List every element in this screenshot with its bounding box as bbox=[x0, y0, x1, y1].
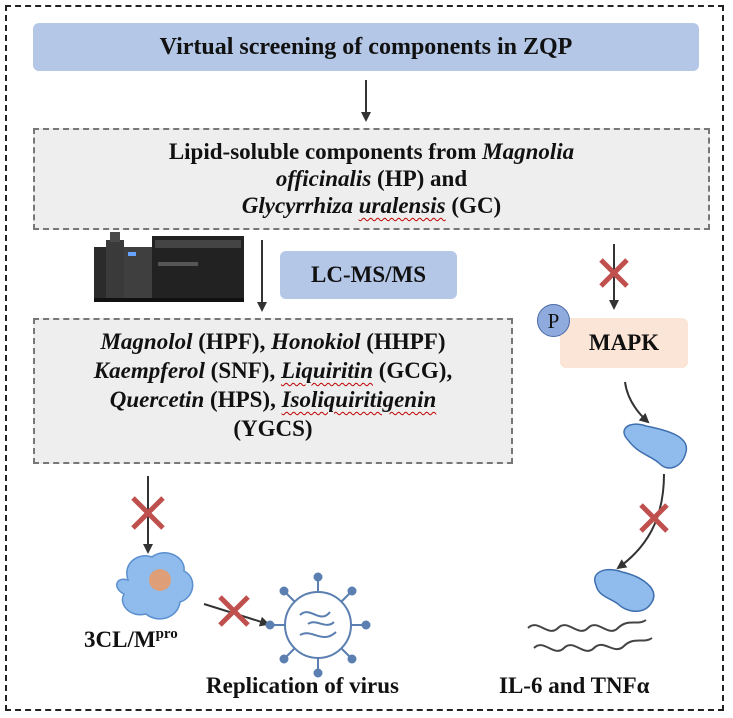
magnolia-text: Magnolia bbox=[482, 139, 575, 164]
lipid-line-3: Glycyrrhiza uralensis (GC) bbox=[35, 192, 708, 219]
quercetin-text: Quercetin bbox=[109, 387, 205, 412]
phospho-circle: P bbox=[537, 304, 570, 337]
quercetin-code: (HPS), bbox=[204, 387, 282, 412]
components-line-4: (YGCS) bbox=[35, 414, 511, 443]
replication-label: Replication of virus bbox=[206, 673, 399, 698]
kaempferol-text: Kaempferol bbox=[93, 358, 205, 383]
honokiol-text: Honokiol bbox=[271, 329, 361, 354]
kaempferol-code: (SNF), bbox=[204, 358, 281, 383]
components-box: Magnolol (HPF), Honokiol (HHPF) Kaempfer… bbox=[33, 318, 513, 464]
components-line-1: Magnolol (HPF), Honokiol (HHPF) bbox=[35, 327, 511, 356]
officinalis-text: officinalis bbox=[275, 166, 372, 191]
virus-icon bbox=[265, 572, 371, 678]
components-line-2: Kaempferol (SNF), Liquiritin (GCG), bbox=[35, 356, 511, 385]
title-box: Virtual screening of components in ZQP bbox=[33, 23, 699, 71]
liquiritin-text: Liquiritin bbox=[280, 358, 373, 383]
mapk-box: MAPK bbox=[560, 318, 688, 368]
inhibit-x-1 bbox=[131, 496, 165, 530]
protease-protein-icon bbox=[116, 552, 194, 620]
lcms-box: LC-MS/MS bbox=[280, 251, 457, 299]
lipid-components-box: Lipid-soluble components from Magnolia o… bbox=[33, 128, 710, 230]
protease-sup: pro bbox=[155, 626, 178, 642]
protease-base: 3CL/M bbox=[84, 627, 156, 652]
lipid-line-2: officinalis (HP) and bbox=[35, 165, 708, 192]
magnolol-code: (HPF), bbox=[192, 329, 272, 354]
arrow-mapk-to-protein bbox=[624, 381, 650, 424]
cytokines-label: IL-6 and TNFα bbox=[499, 673, 650, 698]
inhibit-x-2 bbox=[218, 595, 250, 627]
hp-text: (HP) and bbox=[371, 166, 468, 191]
inhibit-x-4 bbox=[639, 503, 669, 533]
inhibit-x-3 bbox=[599, 258, 629, 288]
lipid-line-1-text: Lipid-soluble components from bbox=[168, 139, 483, 164]
gc-text: (GC) bbox=[445, 193, 502, 218]
magnolol-text: Magnolol bbox=[100, 329, 193, 354]
ygcs-text: (YGCS) bbox=[233, 416, 313, 441]
uralensis-text: uralensis bbox=[358, 193, 446, 218]
isoliquiritigenin-text: Isoliquiritigenin bbox=[281, 387, 437, 412]
lipid-line-1: Lipid-soluble components from Magnolia bbox=[35, 138, 708, 165]
glycyrrhiza-text: Glycyrrhiza bbox=[241, 193, 353, 218]
bound-factor-icon bbox=[593, 568, 655, 612]
outer-dashed-frame bbox=[5, 5, 724, 711]
lcms-instrument-icon bbox=[94, 232, 244, 302]
components-line-3: Quercetin (HPS), Isoliquiritigenin bbox=[35, 385, 511, 414]
dna-strands-icon bbox=[527, 619, 653, 652]
arrow-protein-to-dna bbox=[616, 473, 665, 570]
protease-label: 3CL/Mpro bbox=[84, 626, 178, 653]
honokiol-code: (HHPF) bbox=[360, 329, 446, 354]
transcription-factor-icon bbox=[623, 423, 687, 469]
liquiritin-code: (GCG), bbox=[373, 358, 453, 383]
